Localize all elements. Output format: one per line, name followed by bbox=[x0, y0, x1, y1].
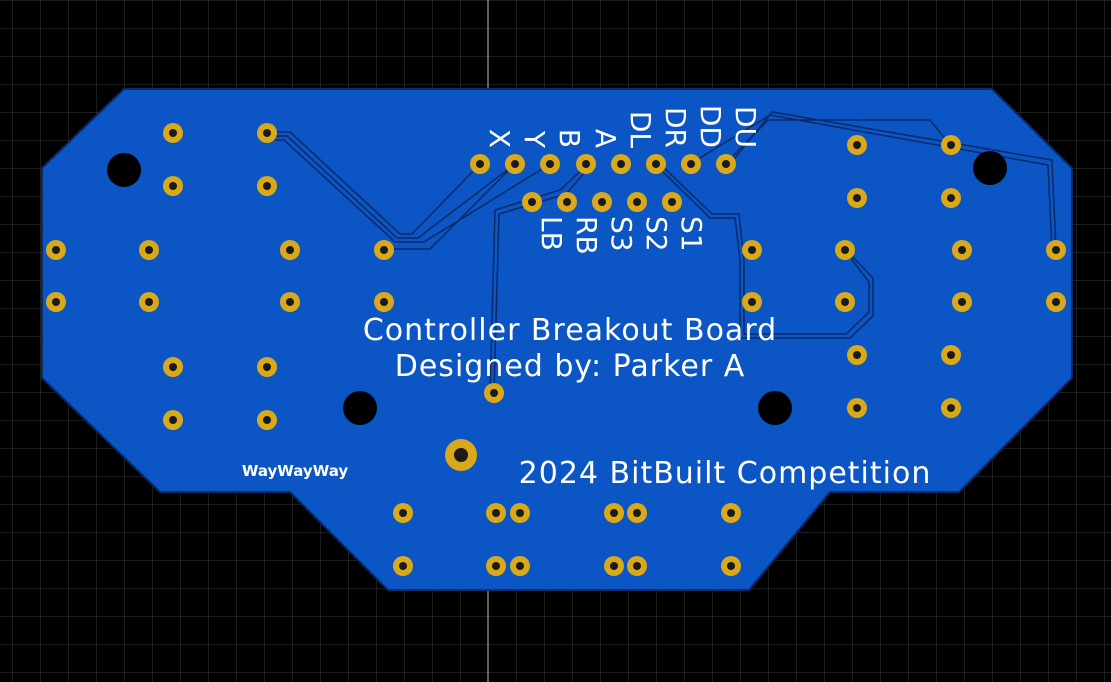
pad bbox=[941, 135, 961, 155]
pad bbox=[46, 240, 66, 260]
pads bbox=[46, 123, 1066, 576]
pad bbox=[139, 292, 159, 312]
pad bbox=[510, 556, 530, 576]
pad bbox=[257, 410, 277, 430]
pad bbox=[847, 188, 867, 208]
pad bbox=[393, 556, 413, 576]
pin-label-top: B bbox=[553, 129, 586, 148]
pad bbox=[627, 503, 647, 523]
pad bbox=[835, 240, 855, 260]
mounting-hole bbox=[107, 153, 141, 187]
pad bbox=[1046, 292, 1066, 312]
competition-label: 2024 BitBuilt Competition bbox=[519, 456, 932, 491]
pad bbox=[486, 503, 506, 523]
pad bbox=[681, 154, 701, 174]
pad bbox=[952, 292, 972, 312]
pin-label-bottom: S3 bbox=[605, 216, 638, 252]
logo-text: WayWayWay bbox=[242, 462, 349, 480]
large-pad bbox=[445, 439, 477, 471]
pad bbox=[163, 176, 183, 196]
pad bbox=[847, 135, 867, 155]
pad bbox=[46, 292, 66, 312]
mounting-hole bbox=[758, 391, 792, 425]
pin-label-top: DR bbox=[659, 107, 692, 148]
pad bbox=[257, 123, 277, 143]
pad bbox=[952, 240, 972, 260]
pad bbox=[505, 154, 525, 174]
mounting-holes bbox=[107, 151, 1007, 425]
pad bbox=[557, 192, 577, 212]
pad bbox=[847, 398, 867, 418]
pad bbox=[611, 154, 631, 174]
pad bbox=[374, 240, 394, 260]
pad bbox=[721, 503, 741, 523]
pad bbox=[163, 410, 183, 430]
pad bbox=[470, 154, 490, 174]
pin-label-bottom: S2 bbox=[640, 216, 673, 252]
pad bbox=[257, 176, 277, 196]
pad bbox=[835, 292, 855, 312]
pad bbox=[847, 345, 867, 365]
pin-label-top: X bbox=[483, 129, 516, 148]
pad bbox=[280, 292, 300, 312]
pad bbox=[941, 345, 961, 365]
pad bbox=[257, 357, 277, 377]
pad bbox=[604, 556, 624, 576]
pad bbox=[742, 292, 762, 312]
mounting-hole bbox=[343, 391, 377, 425]
pad bbox=[280, 240, 300, 260]
pad bbox=[646, 154, 666, 174]
pad bbox=[627, 556, 647, 576]
pad bbox=[484, 383, 504, 403]
pad bbox=[1046, 240, 1066, 260]
pad bbox=[163, 357, 183, 377]
pcb-board bbox=[41, 88, 1073, 591]
pad bbox=[486, 556, 506, 576]
pin-label-top: DL bbox=[624, 111, 657, 149]
pad bbox=[941, 188, 961, 208]
pad bbox=[604, 503, 624, 523]
pin-label-bottom: S1 bbox=[675, 216, 708, 252]
pad bbox=[540, 154, 560, 174]
board-title: Controller Breakout Board bbox=[363, 313, 777, 348]
pin-label-top: DD bbox=[694, 105, 727, 148]
pad bbox=[510, 503, 530, 523]
pad bbox=[662, 192, 682, 212]
pad bbox=[721, 556, 741, 576]
pad bbox=[941, 398, 961, 418]
pad bbox=[393, 503, 413, 523]
pad bbox=[139, 240, 159, 260]
pad bbox=[742, 240, 762, 260]
pad bbox=[374, 292, 394, 312]
pad bbox=[592, 192, 612, 212]
mounting-hole bbox=[973, 151, 1007, 185]
pin-label-top: Y bbox=[518, 130, 551, 149]
pad bbox=[522, 192, 542, 212]
board-designer: Designed by: Parker A bbox=[395, 349, 746, 384]
pad bbox=[716, 154, 736, 174]
pin-label-bottom: LB bbox=[535, 216, 568, 251]
pin-label-bottom: RB bbox=[570, 216, 603, 255]
pad bbox=[576, 154, 596, 174]
pad bbox=[163, 123, 183, 143]
pin-label-top: A bbox=[589, 129, 622, 148]
pin-label-top: DU bbox=[729, 106, 762, 148]
copper-traces bbox=[267, 111, 1057, 393]
pad bbox=[627, 192, 647, 212]
